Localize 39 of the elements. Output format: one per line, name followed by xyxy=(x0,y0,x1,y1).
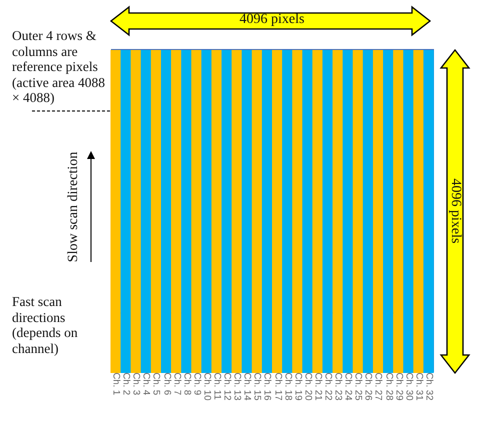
channel-label: Ch. 7 xyxy=(171,372,182,398)
channel-label: Ch. 21 xyxy=(312,372,324,402)
channel-label: Ch. 11 xyxy=(211,372,222,400)
direction-label: Slow scan direction xyxy=(66,150,82,264)
channel-label: Ch. 30 xyxy=(403,372,414,402)
note-text: Outer 4 rows & columns are reference pixels (active area 4088 × 4088) xyxy=(12,28,106,106)
channel-label: Ch. 17 xyxy=(272,372,284,402)
channel-label: Ch. 13 xyxy=(232,372,243,402)
channel-label: Ch. 9 xyxy=(191,372,202,398)
direction-label: Fast scan directions (depends on channel) xyxy=(12,294,79,356)
channel-label: Ch. 20 xyxy=(302,372,314,402)
channel-label: Ch. 3 xyxy=(130,372,142,398)
channel-label: Ch. 24 xyxy=(342,372,354,402)
channel-label: Ch. 19 xyxy=(292,372,304,402)
channel-label: Ch. 1 xyxy=(110,372,122,398)
channel-label: Ch. 25 xyxy=(352,372,364,402)
channel-label: Ch. 28 xyxy=(383,372,394,402)
channel-label: Ch. 10 xyxy=(201,372,212,402)
channel-label: Ch. 4 xyxy=(140,372,152,398)
channel-label: Ch. 2 xyxy=(120,372,132,398)
channel-label: Ch. 31 xyxy=(413,372,424,402)
channel-label: Ch. 27 xyxy=(372,372,384,402)
detector-array-drawing xyxy=(111,49,434,372)
channel-label: Ch. 14 xyxy=(242,372,253,402)
channel-label: Ch. 8 xyxy=(181,372,192,398)
channel-label: Ch. 6 xyxy=(161,372,172,398)
channel-label: Ch. 23 xyxy=(332,372,344,402)
channel-label: Ch. 32 xyxy=(423,372,434,402)
channel-label: Ch. 12 xyxy=(222,372,233,402)
dimension-label: 4096 pixels xyxy=(447,178,463,246)
channel-label: Ch. 18 xyxy=(282,372,294,402)
channel-label: Ch. 5 xyxy=(150,372,162,398)
channel-label: Ch. 26 xyxy=(362,372,374,402)
channel-label: Ch. 29 xyxy=(393,372,404,402)
channel-label: Ch. 15 xyxy=(252,372,263,402)
channel-label: Ch. 16 xyxy=(262,372,273,402)
channel-label: Ch. 22 xyxy=(322,372,334,402)
leader-line xyxy=(32,110,112,112)
dimension-label: 4096 pixels xyxy=(238,12,306,28)
